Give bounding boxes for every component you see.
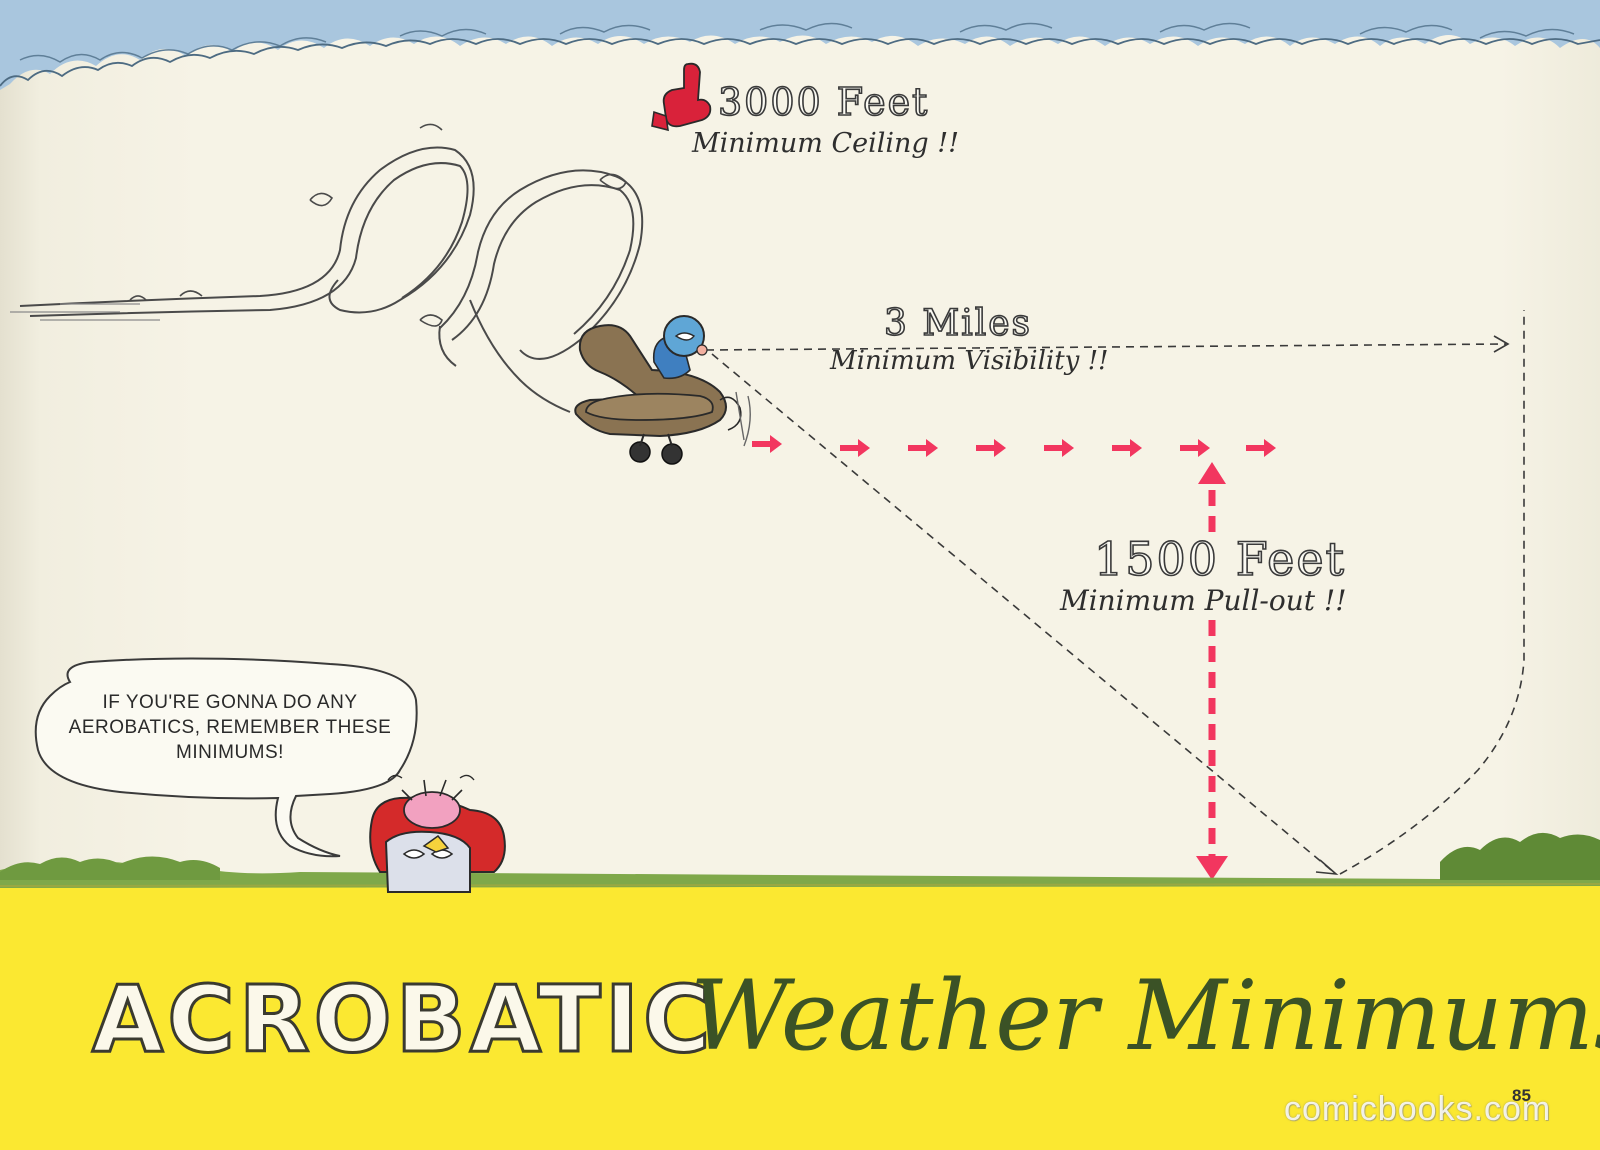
pullout-value: 1500 Feet — [1093, 531, 1347, 587]
title-acrobatic: ACROBATIC — [90, 965, 715, 1075]
ceiling-label: Minimum Ceiling !! — [692, 128, 959, 159]
loop-smoke-trail — [19, 123, 644, 413]
cloud-band — [0, 0, 1600, 90]
watermark: comicbooks.com — [1284, 1090, 1552, 1128]
speech-bubble — [34, 657, 418, 858]
ground — [0, 832, 1600, 1150]
pointing-hand-icon — [651, 62, 712, 132]
visibility-line — [705, 335, 1510, 353]
pullout-level-arrows — [752, 435, 1276, 457]
speed-lines — [10, 303, 160, 321]
bird-illustration — [369, 774, 506, 893]
visibility-label: Minimum Visibility !! — [830, 346, 1109, 376]
speech-bubble-text: IF YOU'RE GONNA DO ANY AEROBATICS, REMEM… — [68, 692, 392, 763]
dive-path — [711, 310, 1525, 875]
visibility-value: 3 Miles — [883, 302, 1033, 345]
pullout-height-arrow — [1196, 462, 1228, 880]
page-number: 85 — [1512, 1086, 1531, 1105]
ceiling-value: 3000 Feet — [717, 79, 930, 125]
dive-arrowhead — [1315, 859, 1339, 876]
title-weather-minimums: Weather Minimums — [690, 960, 1600, 1072]
airplane-illustration — [574, 315, 751, 465]
pullout-label: Minimum Pull-out !! — [1060, 584, 1347, 617]
